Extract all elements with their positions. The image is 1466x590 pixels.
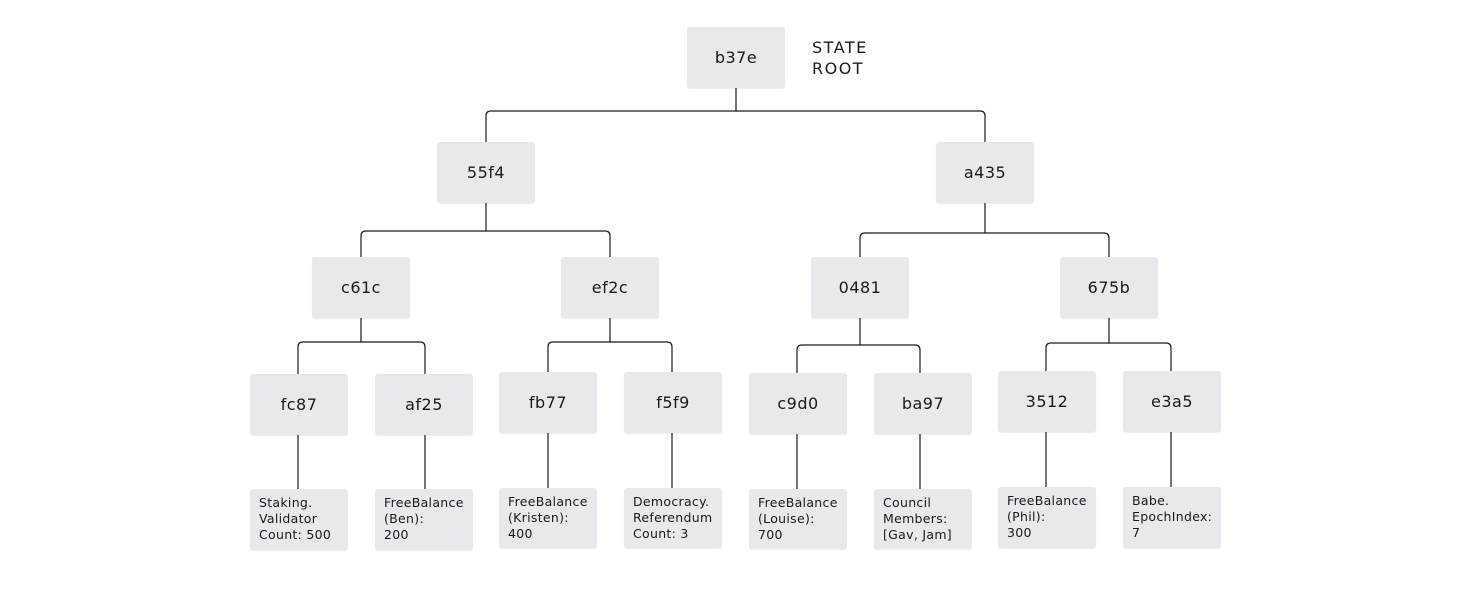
edge-a435-to-0481: [859, 203, 986, 257]
edge-c61c-to-af25: [361, 341, 426, 374]
root-node: b37e: [687, 27, 785, 88]
node-3512: 3512: [998, 371, 1096, 432]
node-af25: af25: [375, 374, 473, 435]
leaf-freebalance-phil: FreeBalance (Phil): 300: [998, 487, 1096, 548]
node-ba97: ba97: [874, 373, 972, 434]
edge-675b-to-3512: [1045, 318, 1110, 371]
node-fc87: fc87: [250, 374, 348, 435]
node-c9d0: c9d0: [749, 373, 847, 434]
node-f5f9: f5f9: [624, 372, 722, 433]
edge-root-to-a435: [736, 110, 986, 142]
leaf-freebalance-ben: FreeBalance (Ben): 200: [375, 489, 473, 550]
edge-ef2c-to-fb77: [547, 318, 611, 372]
edge-root-to-55f4: [485, 88, 737, 142]
edge-c61c-to-fc87: [297, 318, 362, 374]
state-root-label: STATE ROOT: [812, 38, 868, 78]
leaf-freebalance-louise: FreeBalance (Louise): 700: [749, 489, 847, 549]
edge-0481-to-c9d0: [796, 318, 861, 373]
node-675b: 675b: [1060, 257, 1158, 318]
edge-675b-to-e3a5: [1109, 342, 1172, 371]
leaf-democracy-referendum-count: Democracy. Referendum Count: 3: [624, 488, 722, 548]
node-55f4: 55f4: [437, 142, 535, 203]
leaf-freebalance-kristen: FreeBalance (Kristen): 400: [499, 488, 597, 548]
node-ef2c: ef2c: [561, 257, 659, 318]
leaf-council-members: Council Members: [Gav, Jam]: [874, 489, 972, 549]
edge-55f4-to-c61c: [360, 203, 487, 257]
edge-ef2c-to-f5f9: [610, 341, 673, 372]
node-fb77: fb77: [499, 372, 597, 433]
node-0481: 0481: [811, 257, 909, 318]
node-a435: a435: [936, 142, 1034, 203]
leaf-babe-epochindex: Babe. EpochIndex: 7: [1123, 487, 1221, 548]
edge-55f4-to-ef2c: [486, 230, 611, 257]
edge-0481-to-ba97: [860, 344, 921, 373]
edge-a435-to-675b: [985, 232, 1110, 257]
node-c61c: c61c: [312, 257, 410, 318]
node-e3a5: e3a5: [1123, 371, 1221, 432]
leaf-staking-validator-count: Staking. Validator Count: 500: [250, 489, 348, 550]
